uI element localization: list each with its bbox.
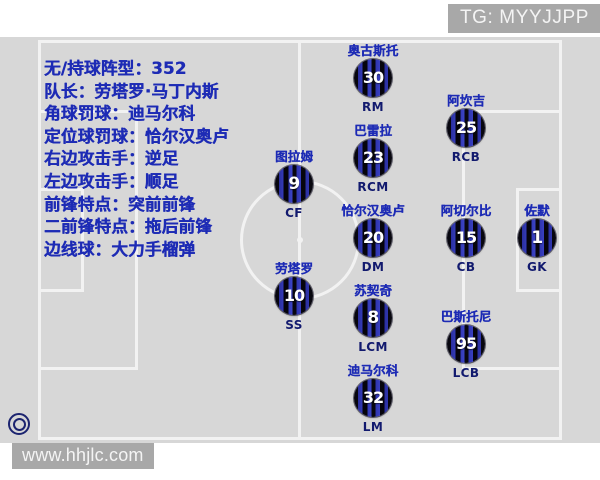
player-shirt-badge[interactable]: 30 xyxy=(354,59,392,97)
player-name: 恰尔汉奥卢 xyxy=(341,203,405,218)
inter-milan-crest-icon xyxy=(8,413,30,435)
penalty-area-left-bottom xyxy=(38,367,138,370)
player-name: 巴雷拉 xyxy=(353,123,393,138)
player-shirt-badge[interactable]: 15 xyxy=(447,219,485,257)
tactics-info-panel: 无/持球阵型：352 队长：劳塔罗·马丁内斯角球罚球：迪马尔科定位球罚球：恰尔汉奥… xyxy=(44,58,282,261)
goal-line-right xyxy=(559,40,562,440)
player-position-label: RM xyxy=(362,100,384,114)
player-number: 10 xyxy=(283,286,305,305)
goal-area-left-bottom xyxy=(38,289,84,292)
player-shirt-badge[interactable]: 95 xyxy=(447,325,485,363)
player-number: 25 xyxy=(455,118,477,137)
penalty-area-left-edge xyxy=(135,110,138,370)
player-position-label: LM xyxy=(362,420,384,434)
player-name: 佐默 xyxy=(524,203,550,218)
player-number: 20 xyxy=(362,228,384,247)
goal-line-left xyxy=(38,40,41,440)
player-position-label: RCM xyxy=(357,180,389,194)
tactics-line: 边线球：大力手榴弹 xyxy=(44,239,196,259)
player-shirt-badge[interactable]: 9 xyxy=(275,165,313,203)
goal-area-left-edge xyxy=(81,188,84,292)
player-shirt-badge[interactable]: 23 xyxy=(354,139,392,177)
player-name: 苏契奇 xyxy=(353,283,393,298)
player-name: 奥古斯托 xyxy=(347,43,399,58)
crest-inner-ring xyxy=(12,417,26,431)
player-name: 巴斯托尼 xyxy=(440,309,492,324)
telegram-watermark: TG: MYYJJPP xyxy=(447,4,600,33)
tactics-line: 二前锋特点：拖后前锋 xyxy=(44,217,212,237)
player-position-label: RCB xyxy=(451,150,481,164)
player-shirt-badge[interactable]: 10 xyxy=(275,277,313,315)
player-position-label: LCM xyxy=(358,340,388,354)
player-position-label: CF xyxy=(285,206,303,220)
player-name: 阿坎吉 xyxy=(446,93,486,108)
player-number: 30 xyxy=(362,68,384,87)
player-name: 阿切尔比 xyxy=(440,203,492,218)
tactics-line: 左边攻击手：顺足 xyxy=(44,171,179,191)
player-number: 95 xyxy=(455,334,477,353)
tactics-line: 无/持球阵型：352 xyxy=(44,59,187,78)
penalty-area-right-bottom xyxy=(462,367,562,370)
player-shirt-badge[interactable]: 1 xyxy=(518,219,556,257)
player-shirt-badge[interactable]: 8 xyxy=(354,299,392,337)
player-shirt-badge[interactable]: 25 xyxy=(447,109,485,147)
player-number: 1 xyxy=(531,227,543,248)
goal-area-left-top xyxy=(38,188,84,191)
tactics-line: 队长：劳塔罗·马丁内斯 xyxy=(44,81,219,101)
tactics-line: 定位球罚球：恰尔汉奥卢 xyxy=(44,126,229,146)
player-shirt-badge[interactable]: 32 xyxy=(354,379,392,417)
football-pitch: 无/持球阵型：352 队长：劳塔罗·马丁内斯角球罚球：迪马尔科定位球罚球：恰尔汉奥… xyxy=(0,37,600,443)
player-position-label: LCB xyxy=(452,366,480,380)
player-name: 迪马尔科 xyxy=(347,363,399,378)
player-number: 23 xyxy=(362,148,384,167)
penalty-area-left-top xyxy=(38,110,138,113)
player-position-label: DM xyxy=(361,260,385,274)
centre-spot xyxy=(297,237,303,243)
player-number: 15 xyxy=(455,228,477,247)
player-number: 9 xyxy=(288,173,300,194)
tactics-line: 角球罚球：迪马尔科 xyxy=(44,104,196,124)
goal-area-right-top xyxy=(516,188,562,191)
player-position-label: GK xyxy=(527,260,547,274)
player-shirt-badge[interactable]: 20 xyxy=(354,219,392,257)
player-position-label: CB xyxy=(456,260,476,274)
goal-area-right-bottom xyxy=(516,289,562,292)
tactics-line: 前锋特点：突前前锋 xyxy=(44,194,196,214)
player-name: 图拉姆 xyxy=(274,149,314,164)
player-position-label: SS xyxy=(285,318,303,332)
player-number: 8 xyxy=(367,307,379,328)
tactics-line: 右边攻击手：逆足 xyxy=(44,149,179,169)
player-name: 劳塔罗 xyxy=(274,261,314,276)
player-number: 32 xyxy=(362,388,384,407)
site-watermark: www.hhjlc.com xyxy=(12,443,154,469)
goal-area-right-edge xyxy=(516,188,519,292)
penalty-area-right-top xyxy=(462,110,562,113)
